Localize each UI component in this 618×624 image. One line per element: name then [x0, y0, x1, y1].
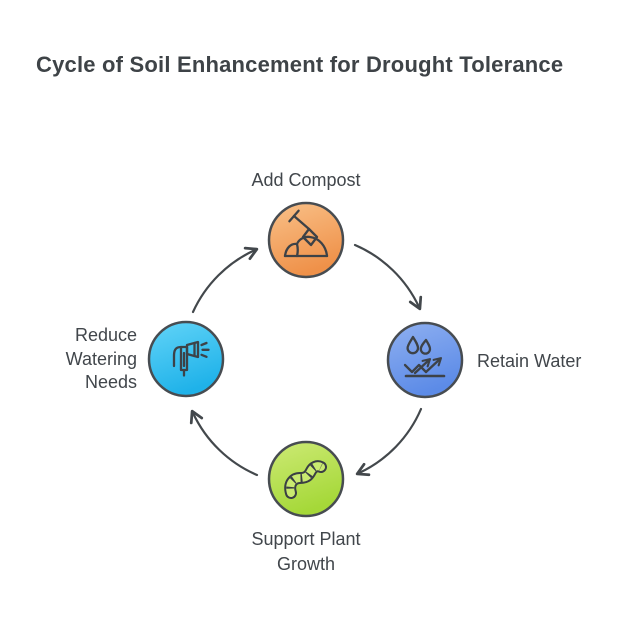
page-title: Cycle of Soil Enhancement for Drought To…	[36, 52, 564, 77]
arrow-right-to-bottom	[355, 407, 423, 477]
shovel-compost-icon	[283, 209, 329, 258]
spray-nozzle-icon	[172, 340, 210, 377]
node-circle-retain-water	[386, 321, 464, 399]
arrow-top-to-right	[353, 243, 423, 311]
node-label-add-compost: Add Compost	[251, 170, 361, 190]
water-drops-absorb-icon	[403, 335, 446, 378]
node-label-retain-water: Retain Water	[477, 351, 582, 371]
arrow-left-to-top	[191, 246, 259, 314]
node-label-support-plant-growth: Support Plant Growth	[251, 529, 361, 574]
node-label-reduce-watering-needs: Reduce Watering Needs	[65, 325, 137, 392]
arrow-bottom-to-left	[189, 409, 259, 477]
worm-icon	[284, 460, 327, 499]
